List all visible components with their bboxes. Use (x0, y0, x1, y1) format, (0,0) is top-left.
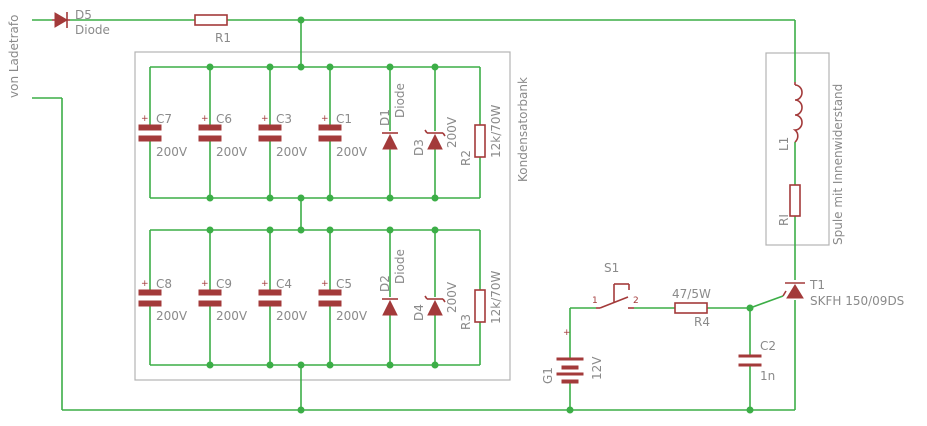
junctions (206, 16, 754, 414)
coil-frame (765, 52, 830, 246)
capacitor-c8 (138, 289, 162, 307)
g1-plus: + (563, 328, 571, 338)
d1-value: Diode (393, 83, 407, 118)
capacitor-c2 (738, 354, 762, 367)
coil-frame-label: Spule mit Innenwiderstand (831, 84, 845, 245)
c3-name: C3 (276, 112, 292, 126)
diode-d1 (382, 132, 398, 150)
s1-pin1: 1 (592, 296, 598, 306)
ri-name: RI (777, 214, 791, 226)
c1-name: C1 (336, 112, 352, 126)
c5-plus: + (321, 279, 329, 289)
c4-plus: + (261, 279, 269, 289)
c5-value: 200V (336, 309, 368, 323)
resistor-r3 (474, 289, 486, 323)
g1-name: G1 (541, 367, 555, 384)
r1-name: R1 (215, 31, 231, 45)
resistor-ri (789, 184, 801, 217)
diode-d2 (382, 298, 398, 316)
capacitor-c3 (258, 124, 282, 142)
r2-value: 12k/70W (489, 104, 503, 158)
diode-d4 (424, 295, 446, 316)
capacitor-c7 (138, 124, 162, 142)
c8-plus: + (141, 279, 149, 289)
r3-name: R3 (459, 314, 473, 330)
c3-plus: + (261, 114, 269, 124)
c2-value: 1n (760, 369, 775, 383)
wires (32, 19, 796, 411)
t1-name: T1 (809, 278, 825, 292)
resistor-r1 (194, 14, 228, 26)
t1-value: SKFH 150/09DS (810, 294, 904, 308)
resistor-r2 (474, 124, 486, 158)
c3-value: 200V (276, 145, 308, 159)
c9-plus: + (201, 279, 209, 289)
c6-name: C6 (216, 112, 232, 126)
r4-value: 47/5W (672, 287, 711, 301)
capacitor-bank-label: Kondensatorbank (516, 77, 530, 182)
c8-value: 200V (156, 309, 188, 323)
capacitor-c4 (258, 289, 282, 307)
d1-name: D1 (378, 109, 392, 126)
d3-name: D3 (412, 139, 426, 156)
d4-name: D4 (412, 304, 426, 321)
thyristor-t1 (782, 282, 805, 299)
c1-plus: + (321, 114, 329, 124)
c4-value: 200V (276, 309, 308, 323)
s1-name: S1 (604, 261, 619, 275)
c7-plus: + (141, 114, 149, 124)
c5-name: C5 (336, 277, 352, 291)
r4-name: R4 (694, 315, 710, 329)
diode-d3 (424, 129, 446, 150)
capacitor-c9 (198, 289, 222, 307)
d2-name: D2 (378, 275, 392, 292)
r3-value: 12k/70W (489, 270, 503, 324)
capacitor-c5 (318, 289, 342, 307)
diode-d5 (52, 12, 70, 28)
c9-value: 200V (216, 309, 248, 323)
capacitor-c1 (318, 124, 342, 142)
c7-value: 200V (156, 145, 188, 159)
capacitor-c6 (198, 124, 222, 142)
c7-name: C7 (156, 112, 172, 126)
d5-value: Diode (75, 23, 110, 37)
c9-name: C9 (216, 277, 232, 291)
c4-name: C4 (276, 277, 292, 291)
d2-value: Diode (393, 249, 407, 284)
l1-name: L1 (777, 137, 791, 151)
c1-value: 200V (336, 145, 368, 159)
r2-name: R2 (459, 150, 473, 166)
c6-value: 200V (216, 145, 248, 159)
d4-value: 200V (445, 281, 459, 313)
c2-name: C2 (760, 339, 776, 353)
c6-plus: + (201, 114, 209, 124)
battery-g1 (556, 357, 584, 384)
inductor-l1 (792, 82, 803, 143)
switch-s1 (596, 283, 634, 309)
g1-value: 12V (590, 356, 604, 380)
s1-pin2: 2 (633, 296, 639, 306)
resistor-r4 (674, 302, 708, 314)
input-label: von Ladetrafo (7, 15, 21, 98)
capacitor-bank-frame (134, 51, 511, 381)
d5-name: D5 (75, 8, 92, 22)
c8-name: C8 (156, 277, 172, 291)
d3-value: 200V (445, 116, 459, 148)
